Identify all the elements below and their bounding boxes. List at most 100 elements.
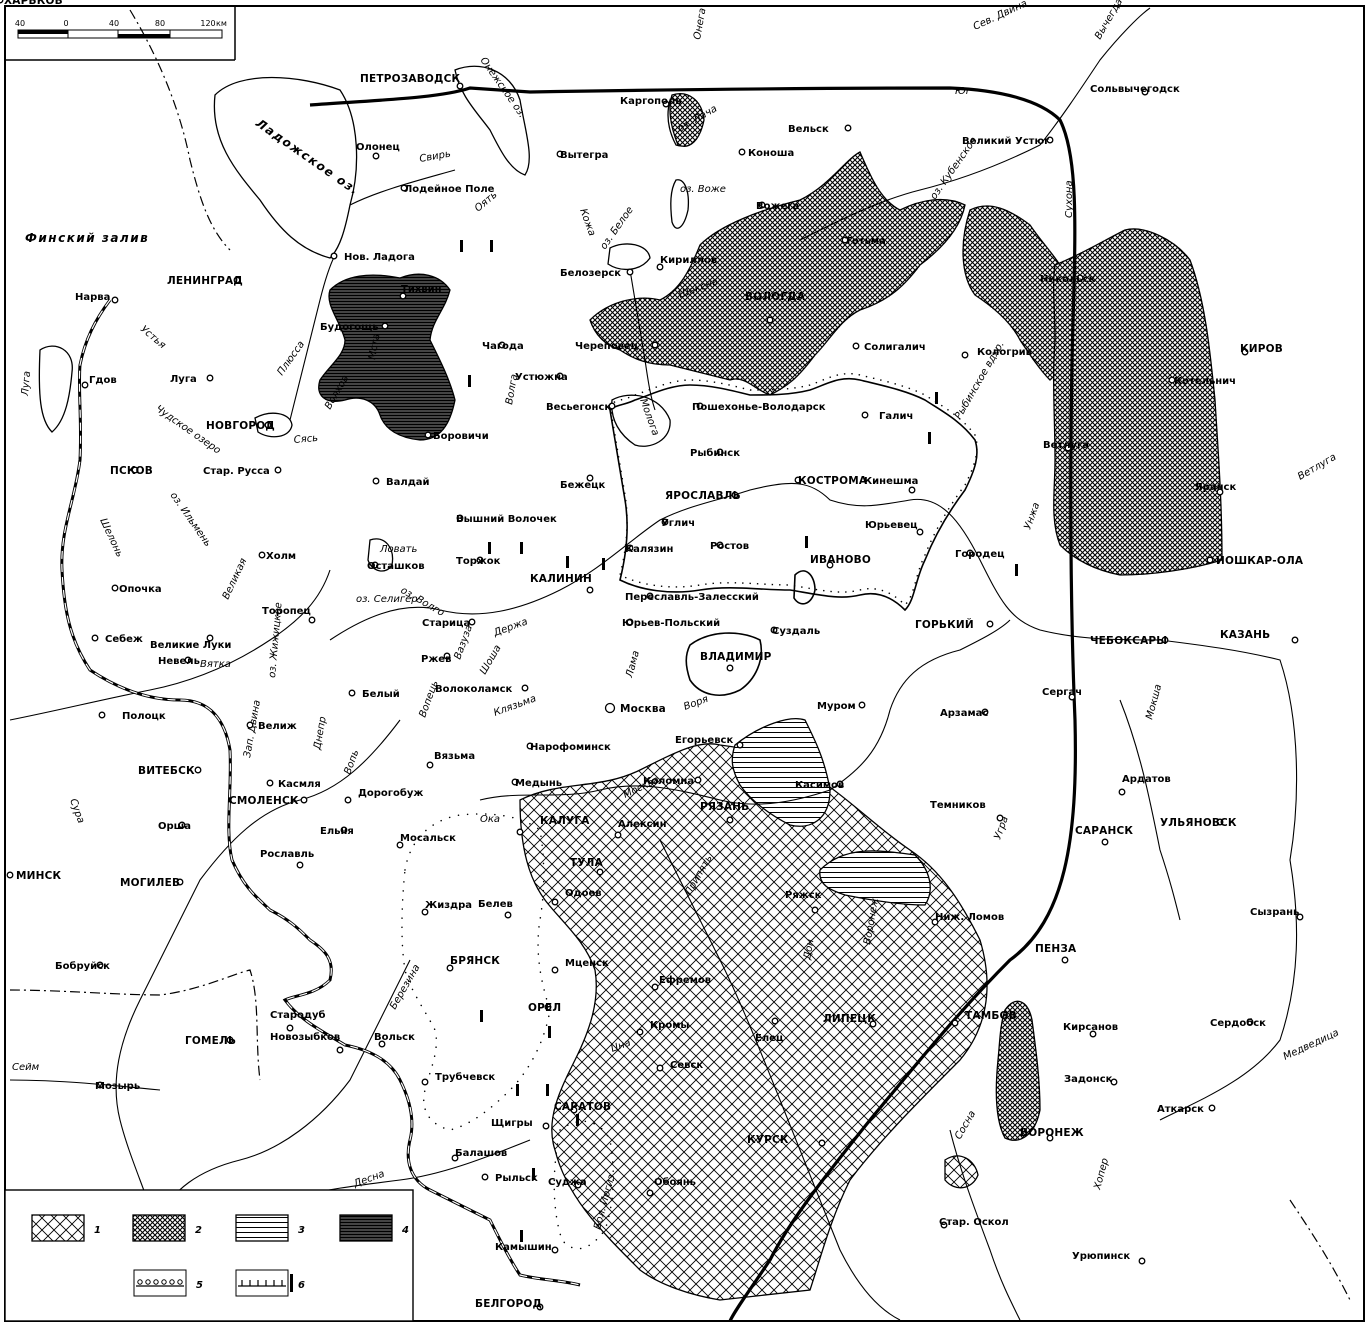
legend-swatch	[235, 1214, 289, 1242]
city: Коломна	[643, 776, 702, 787]
city-label: САРАНСК	[1075, 825, 1133, 837]
city-label: ГОРЬКИЙ	[915, 618, 974, 631]
city-label: Белый	[362, 689, 400, 700]
city-dot	[81, 381, 89, 389]
city-label: Суздаль	[772, 626, 820, 637]
legend-item: 6	[235, 1269, 305, 1297]
city-dot	[131, 466, 139, 474]
river-pripyat	[9, 1079, 161, 1091]
city: Яранск	[1195, 482, 1236, 496]
city: Коноша	[738, 148, 794, 159]
city-dot	[456, 82, 464, 90]
legend-dot	[161, 1279, 167, 1285]
city-label: Никольск	[1040, 274, 1096, 285]
city: ПЕТРОЗАВОДСК	[360, 73, 464, 90]
vertical-mark	[520, 1230, 523, 1242]
city-dot	[98, 711, 106, 719]
city-label: НОВГОРОД	[206, 420, 275, 432]
city-label: Задонск	[1064, 1074, 1113, 1085]
city-label: Солигалич	[864, 342, 926, 353]
map-frame	[4, 5, 1365, 1322]
lake-beloe	[607, 243, 651, 270]
city-label: РЯЗАНЬ	[700, 801, 749, 813]
city-label: ЛИПЕЦК	[823, 1013, 876, 1025]
vertical-mark	[602, 558, 605, 570]
city-label: Себеж	[105, 633, 143, 645]
legend-item: 3	[235, 1214, 305, 1242]
city-dot	[542, 1122, 550, 1130]
city-label: Аткарск	[1157, 1104, 1204, 1115]
city-dot	[381, 322, 389, 330]
city: Елец	[755, 1017, 783, 1044]
city: Рыльск	[481, 1173, 538, 1184]
city-dot	[300, 796, 308, 804]
water-label: Вопь	[342, 748, 361, 776]
legend-item: 4	[339, 1214, 409, 1242]
city-dot	[1206, 556, 1214, 564]
city: Балашов	[451, 1148, 507, 1162]
city-dot	[456, 514, 464, 522]
city-label: КАЛИНИН	[530, 573, 592, 585]
city-label: Рославль	[260, 849, 314, 860]
city-dot	[1208, 1104, 1216, 1112]
city-dot	[651, 341, 659, 349]
city-label: ОРЕЛ	[528, 1002, 561, 1014]
vertical-mark	[935, 392, 938, 404]
city: Себеж	[91, 633, 143, 645]
city: Опочка	[111, 584, 162, 595]
city-dot	[1296, 913, 1304, 921]
city-dot	[626, 268, 634, 276]
city: Белозерск	[560, 268, 634, 279]
city: Бежецк	[560, 474, 606, 491]
city-label: Олонец	[356, 142, 400, 153]
city-label: Велиж	[258, 721, 297, 732]
legend-bar	[290, 1274, 293, 1292]
city: Вытегра	[556, 150, 608, 161]
vertical-mark	[576, 1114, 579, 1126]
city-dot	[336, 1046, 344, 1054]
city-label: Одоев	[565, 888, 602, 899]
water-label: Ворскла	[0, 0, 43, 3]
city-label: Белозерск	[560, 268, 621, 279]
city-label: ЯРОСЛАВЛЬ	[665, 490, 741, 502]
city-label: Елец	[755, 1033, 783, 1044]
water-label: оз. Ильмень	[168, 490, 214, 549]
city-dot	[1161, 636, 1169, 644]
city-label: Вожега	[756, 201, 799, 212]
city-dot	[726, 816, 734, 824]
city: Медынь	[511, 778, 562, 789]
rybinsk-reservoir	[611, 394, 671, 447]
city-label: Нарва	[75, 292, 110, 303]
city-label: Вытегра	[560, 150, 608, 161]
city-label: Новозыбков	[270, 1031, 340, 1043]
city: Весьегонск	[546, 402, 616, 413]
city: Холм	[258, 551, 296, 562]
city-label: Великие Луки	[150, 640, 231, 651]
city: Валдай	[372, 477, 430, 488]
legend-number: 3	[298, 1225, 305, 1236]
region-type-2-vyatka	[1053, 228, 1223, 576]
city-dot	[940, 1221, 948, 1229]
city-dot	[421, 908, 429, 916]
city: ХАРЬКОВ	[0, 0, 63, 7]
city-label: КАЛУГА	[540, 815, 590, 827]
city-label: Каргополь	[620, 96, 682, 107]
lake-peipus	[38, 345, 73, 433]
city-label: Осташков	[367, 561, 425, 572]
city: Кирсанов	[1063, 1022, 1118, 1038]
city: Луга	[170, 374, 214, 385]
city-label: Бежецк	[560, 480, 606, 491]
city-label: Переславль-Залесский	[625, 592, 759, 603]
city-label: Лодейное Поле	[404, 184, 495, 195]
city-label: Ардатов	[1122, 774, 1171, 785]
state-border-dash	[61, 299, 581, 1286]
city: Калязин	[625, 544, 673, 555]
city: КАЛУГА	[516, 815, 590, 836]
vertical-mark	[532, 1168, 535, 1180]
city-dot	[399, 292, 407, 300]
city: Кромы	[636, 1020, 689, 1036]
city: Ниж. Ломов	[931, 912, 1004, 926]
water-label: Луга	[20, 371, 33, 398]
city-dot	[996, 814, 1004, 822]
